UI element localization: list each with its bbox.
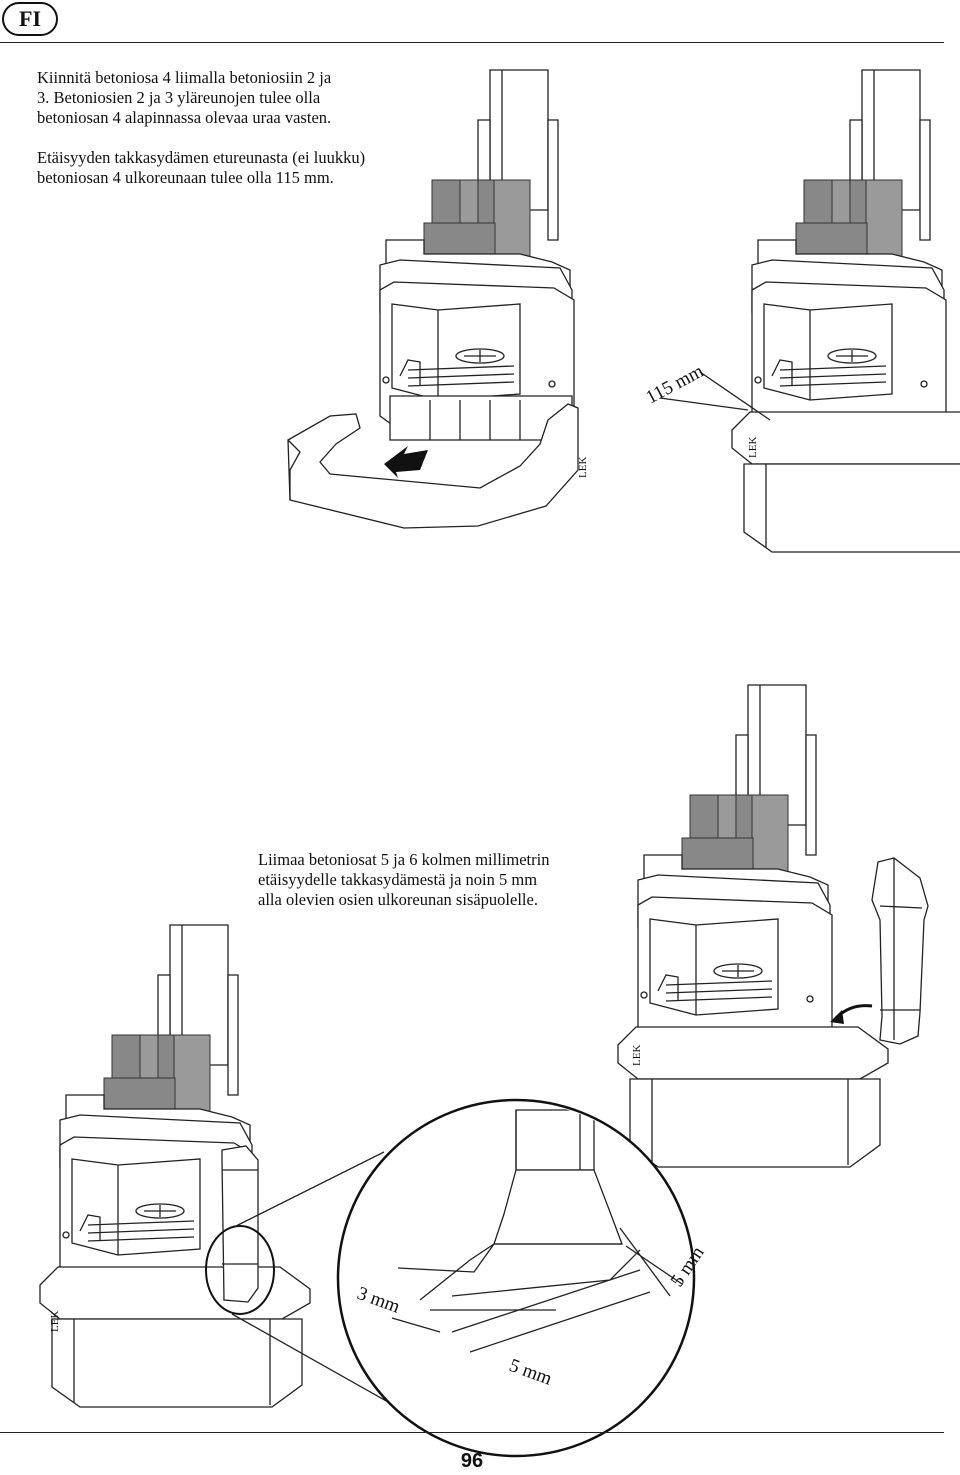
text-line: Etäisyyden takkasydämen etureunasta (ei … xyxy=(37,148,366,167)
figure-1 xyxy=(379,69,575,441)
text-line: Kiinnitä betoniosa 4 liimalla betoniosii… xyxy=(37,68,332,87)
insert-arrow-icon xyxy=(384,446,428,478)
text-line: 3. Betoniosien 2 ja 3 yläreunojen tulee … xyxy=(37,88,321,107)
side-column-part xyxy=(871,857,929,1045)
dimension-line xyxy=(659,397,749,411)
lek-label-4: LEK xyxy=(49,1311,61,1332)
lek-label-3: LEK xyxy=(631,1045,643,1066)
text-line: betoniosan 4 alapinnassa olevaa uraa vas… xyxy=(37,108,332,127)
dimension-115: 115 mm xyxy=(642,361,707,409)
detail-magnified: 3 mm 5 mm 5 mm xyxy=(336,1098,709,1458)
text-line: alla olevien osien ulkoreunan sisäpuolel… xyxy=(258,890,538,909)
instruction-paragraph-3: Liimaa betoniosat 5 ja 6 kolmen millimet… xyxy=(258,850,594,910)
figure-3 xyxy=(617,684,889,1168)
slab-4 xyxy=(287,403,579,529)
instruction-paragraph-1: Kiinnitä betoniosa 4 liimalla betoniosii… xyxy=(37,68,405,128)
text-line: etäisyydelle takkasydämestä ja noin 5 mm xyxy=(258,870,538,889)
figure-2 xyxy=(731,69,960,553)
text-line: betoniosan 4 ulkoreunaan tulee olla 115 … xyxy=(37,168,334,187)
header-rule xyxy=(0,42,944,43)
footer-rule xyxy=(0,1432,944,1433)
text-line: Liimaa betoniosat 5 ja 6 kolmen millimet… xyxy=(258,850,550,869)
instruction-paragraph-2: Etäisyyden takkasydämen etureunasta (ei … xyxy=(37,148,417,188)
page-number: 96 xyxy=(460,1450,484,1472)
language-badge: FI xyxy=(2,2,58,36)
detail-marker xyxy=(205,1225,275,1315)
lek-label-1: LEK xyxy=(577,457,589,478)
lek-label-2: LEK xyxy=(747,437,759,458)
